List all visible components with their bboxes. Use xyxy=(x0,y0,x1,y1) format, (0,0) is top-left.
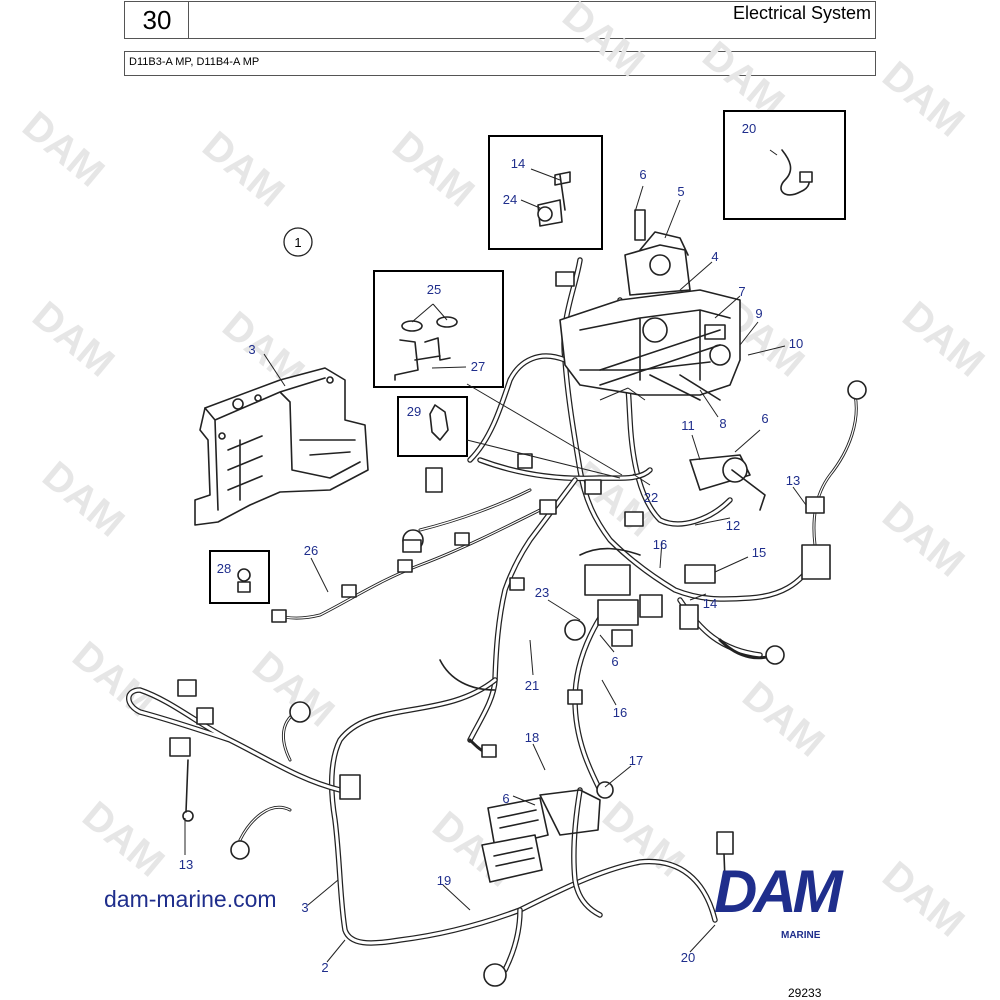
callout-16b: 16 xyxy=(613,705,627,720)
relay-box-assembly xyxy=(555,209,766,511)
watermark-text: DAM xyxy=(734,673,832,765)
inset-detail-28 xyxy=(209,550,270,604)
callout-2: 2 xyxy=(321,960,328,975)
callout-12: 12 xyxy=(726,518,740,533)
callout-16: 16 xyxy=(653,537,667,552)
callout-10: 10 xyxy=(789,336,803,351)
section-number-box: 30 xyxy=(124,1,190,39)
callout-17: 17 xyxy=(629,753,643,768)
callout-13-left: 13 xyxy=(179,857,193,872)
engine-models: D11B3-A MP, D11B4-A MP xyxy=(129,56,260,68)
callout-26: 26 xyxy=(304,543,318,558)
section-title: Electrical System xyxy=(732,3,871,23)
callout-6d: 6 xyxy=(502,791,509,806)
watermark-text: DAM xyxy=(874,53,972,145)
callout-22: 22 xyxy=(644,490,658,505)
callout-6b: 6 xyxy=(761,411,768,426)
reference-circle: 1 xyxy=(283,227,313,257)
callout-4: 4 xyxy=(711,249,718,264)
callout-18: 18 xyxy=(525,730,539,745)
callout-3b: 3 xyxy=(301,900,308,915)
sensor-connectors xyxy=(169,453,734,987)
callout-6c: 6 xyxy=(611,654,618,669)
leader-lines xyxy=(184,149,807,963)
callout-25-inset: 25 xyxy=(427,282,441,297)
watermark-text: DAM xyxy=(244,643,342,735)
figure-number: 29233 xyxy=(788,986,822,1000)
inset-detail-20 xyxy=(723,110,846,220)
watermark-text: DAM xyxy=(74,793,172,885)
watermark-text: DAM xyxy=(194,123,292,215)
ecu-connector-group xyxy=(481,781,614,883)
callout-13-right: 13 xyxy=(786,473,800,488)
watermark-text: DAM xyxy=(554,0,652,85)
callout-19: 19 xyxy=(437,873,451,888)
callout-20: 20 xyxy=(681,950,695,965)
callout-5: 5 xyxy=(677,184,684,199)
brand-logo-subtitle: MARINE xyxy=(781,930,821,941)
callout-27: 27 xyxy=(471,359,485,374)
callout-3: 3 xyxy=(248,342,255,357)
section-number: 30 xyxy=(142,5,172,35)
watermark-text: DAM xyxy=(34,453,132,545)
callout-28: 28 xyxy=(217,561,231,576)
models-box: D11B3-A MP, D11B4-A MP xyxy=(124,51,876,76)
callout-6: 6 xyxy=(639,167,646,182)
inset-detail-14-24 xyxy=(488,135,603,250)
callout-11: 11 xyxy=(681,418,695,433)
callout-numbers: 3 14 24 6 5 4 7 9 10 25 27 29 8 11 6 22 … xyxy=(179,121,803,975)
brand-logo: DAM xyxy=(714,858,843,925)
right-sensor-branch xyxy=(718,380,867,665)
connector-cluster xyxy=(564,547,716,647)
watermark-text: DAM xyxy=(894,293,992,385)
watermark-text: DAM xyxy=(874,493,972,585)
callout-7: 7 xyxy=(738,284,745,299)
bracket-part xyxy=(194,367,369,526)
callout-14b: 14 xyxy=(703,596,717,611)
inset-detail-29 xyxy=(397,396,468,457)
watermark-text: DAM xyxy=(14,103,112,195)
website-link[interactable]: dam-marine.com xyxy=(104,886,277,912)
callout-20-inset: 20 xyxy=(742,121,756,136)
callout-15: 15 xyxy=(752,545,766,560)
sensor-branch-wire xyxy=(273,488,542,620)
watermark-text: DAM xyxy=(384,123,482,215)
reference-number: 1 xyxy=(294,235,301,250)
watermark-text: DAM xyxy=(874,853,972,945)
callout-24: 24 xyxy=(503,192,517,207)
callout-8: 8 xyxy=(719,416,726,431)
main-harness-lower xyxy=(126,677,718,973)
title-box: Electrical System xyxy=(188,1,876,39)
callout-29: 29 xyxy=(407,404,421,419)
callout-14: 14 xyxy=(511,156,525,171)
watermark-text: DAM xyxy=(24,293,122,385)
callout-9: 9 xyxy=(755,306,762,321)
callout-23: 23 xyxy=(535,585,549,600)
callout-21: 21 xyxy=(525,678,539,693)
